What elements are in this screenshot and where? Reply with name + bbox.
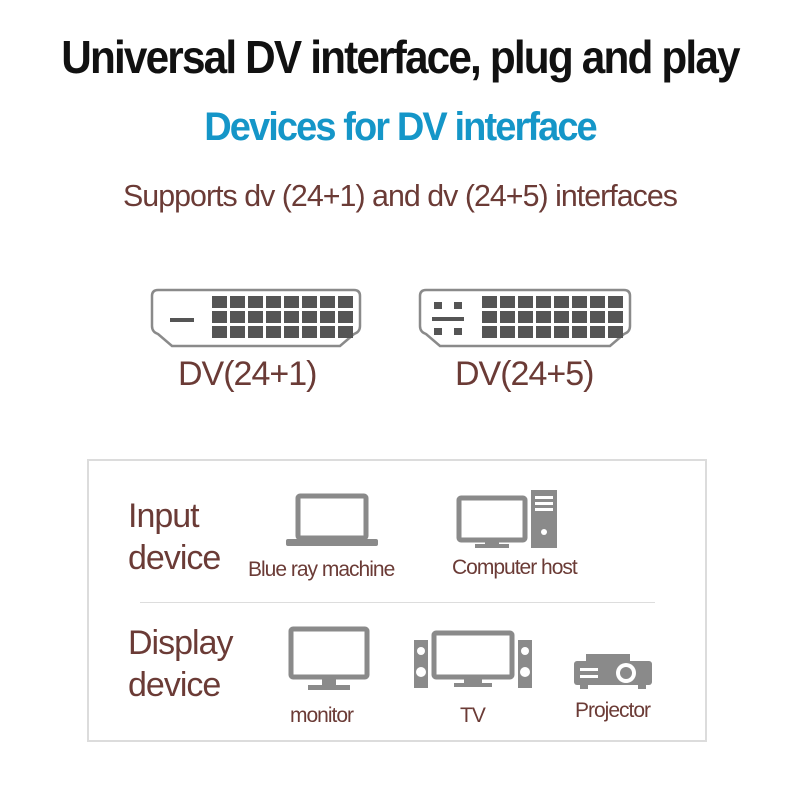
connector-pin — [590, 311, 605, 323]
connector-pin — [500, 311, 515, 323]
connector-label-24-1: DV(24+1) — [178, 355, 317, 393]
connector-pin — [248, 326, 263, 338]
connector-pin — [590, 326, 605, 338]
connector-pin — [320, 296, 335, 308]
connector-pin — [608, 326, 623, 338]
connector-pin — [500, 296, 515, 308]
connector-label-24-5: DV(24+5) — [455, 355, 594, 393]
monitor-icon — [288, 626, 370, 690]
tv-with-speakers-icon — [414, 630, 532, 688]
connector-pin — [608, 311, 623, 323]
projector-icon — [574, 654, 652, 689]
connector-pin — [212, 311, 227, 323]
connector-pin — [518, 326, 533, 338]
dvi-24-5-connector-icon — [418, 288, 632, 348]
connector-pin — [590, 296, 605, 308]
connector-pin — [284, 311, 299, 323]
connector-pin — [338, 326, 353, 338]
panel-divider — [140, 602, 655, 603]
main-title: Universal DV interface, plug and play — [61, 31, 740, 83]
connector-pin — [554, 296, 569, 308]
subtitle: Devices for DV interface — [204, 105, 597, 149]
connector-pin — [608, 296, 623, 308]
connector-pin — [266, 326, 281, 338]
device-panel — [87, 459, 707, 742]
connector-pin — [302, 296, 317, 308]
device-label-blue-ray: Blue ray machine — [248, 558, 395, 581]
device-label-tv: TV — [460, 704, 486, 727]
connector-pin — [284, 326, 299, 338]
supports-text: Supports dv (24+1) and dv (24+5) interfa… — [122, 178, 678, 213]
connector-pin — [554, 326, 569, 338]
device-label-computer-host: Computer host — [452, 556, 578, 579]
connector-pin — [302, 311, 317, 323]
dvi-24-1-connector-icon — [150, 288, 362, 348]
connector-pin — [338, 296, 353, 308]
connector-pin — [536, 296, 551, 308]
connector-pin — [572, 326, 587, 338]
connector-pin — [212, 326, 227, 338]
connector-pin — [572, 311, 587, 323]
display-device-heading: Display device — [128, 624, 233, 704]
connector-pin — [230, 311, 245, 323]
connector-pin — [554, 311, 569, 323]
connector-pin — [230, 296, 245, 308]
connector-pin — [212, 296, 227, 308]
connector-pin — [572, 296, 587, 308]
connector-pin — [536, 326, 551, 338]
connector-pin — [482, 326, 497, 338]
connector-pin — [266, 296, 281, 308]
connector-pin — [518, 311, 533, 323]
laptop-icon — [286, 493, 378, 546]
device-label-monitor: monitor — [290, 704, 354, 727]
connector-pin — [248, 296, 263, 308]
connector-pin — [500, 326, 515, 338]
device-label-projector: Projector — [575, 699, 651, 722]
connector-pin — [302, 326, 317, 338]
connector-pin — [320, 311, 335, 323]
connector-pin — [482, 311, 497, 323]
connector-pin — [284, 296, 299, 308]
connector-pin — [338, 311, 353, 323]
connector-pin — [230, 326, 245, 338]
connector-pin — [266, 311, 281, 323]
connector-pin — [482, 296, 497, 308]
connector-pin — [536, 311, 551, 323]
connector-pin — [248, 311, 263, 323]
connector-pin — [320, 326, 335, 338]
input-device-heading: Input device — [128, 497, 221, 577]
desktop-computer-icon — [456, 490, 557, 548]
connector-pin — [518, 296, 533, 308]
